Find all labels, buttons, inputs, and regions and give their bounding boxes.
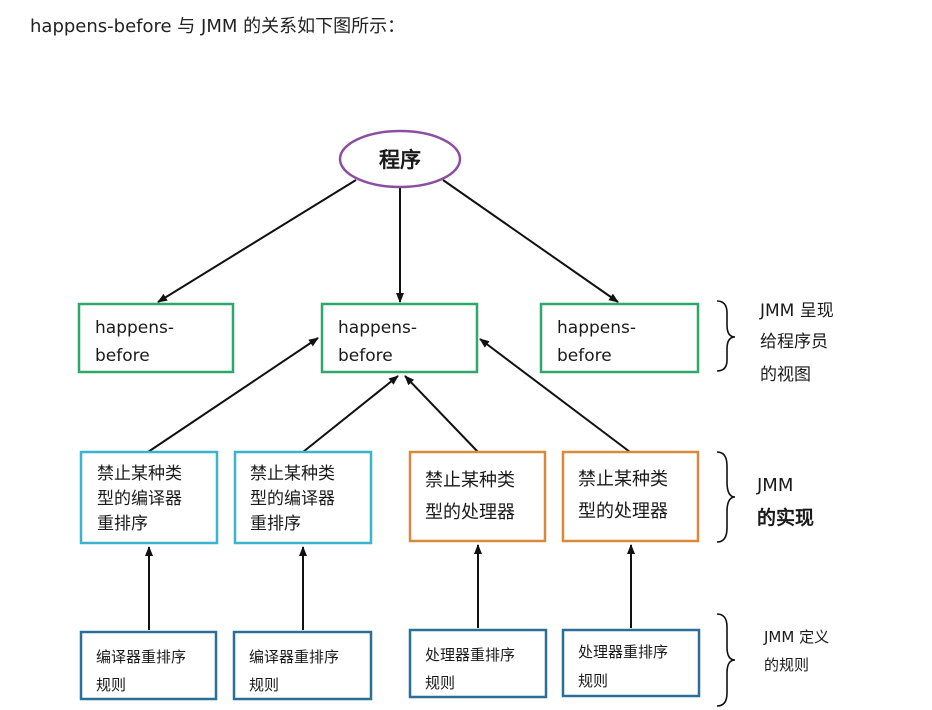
hb-box-1-line-2: before — [95, 346, 150, 366]
arrow-impl2-to-hb — [302, 375, 399, 453]
rule-box-4: 处理器重排序 规则 — [561, 628, 701, 698]
rule-box-3-line-2: 规则 — [425, 674, 455, 692]
root-node: 程序 — [338, 129, 462, 189]
root-label: 程序 — [379, 148, 421, 172]
impl-box-2: 禁止某种类 型的编译器 重排序 — [233, 450, 373, 545]
hb-box-3-line-2: before — [557, 346, 612, 366]
side-label-impl-line-2: 的实现 — [757, 506, 814, 529]
impl-box-4: 禁止某种类 型的处理器 — [561, 450, 700, 543]
side-label-view-line-3: 的视图 — [760, 365, 811, 385]
impl-box-3-line-2: 型的处理器 — [425, 502, 515, 523]
side-label-rules-line-1: JMM 定义 — [763, 628, 829, 646]
side-label-rules-line-2: 的规则 — [764, 656, 809, 674]
arrows — [145, 179, 635, 630]
side-label-impl-line-1: JMM — [756, 475, 793, 496]
hb-box-3: happens- before — [539, 302, 700, 374]
arrow-impl1-to-hb — [147, 337, 319, 453]
rule-box-1-line-1: 编译器重排序 — [96, 648, 186, 666]
arrow-impl4-to-hb — [479, 338, 631, 453]
arrow-root-to-hb-right — [442, 179, 619, 303]
braces — [716, 300, 736, 707]
rule-box-4-line-1: 处理器重排序 — [578, 643, 668, 661]
brace-rules — [716, 613, 736, 707]
hb-box-1-line-1: happens- — [95, 318, 174, 338]
rule-box-2-line-2: 规则 — [249, 676, 279, 694]
arrow-root-to-hb-left — [157, 179, 357, 303]
rule-box-1: 编译器重排序 规则 — [79, 630, 218, 701]
brace-view — [716, 300, 736, 372]
hb-box-2: happens- before — [320, 302, 479, 374]
hb-box-2-line-2: before — [338, 346, 393, 366]
side-label-rules: JMM 定义 的规则 — [763, 628, 829, 674]
impl-box-1-line-2: 型的编译器 — [97, 489, 182, 509]
impl-box-2-line-2: 型的编译器 — [250, 489, 335, 509]
impl-box-4-line-2: 型的处理器 — [578, 501, 668, 522]
impl-box-3: 禁止某种类 型的处理器 — [408, 450, 547, 543]
impl-box-1-line-1: 禁止某种类 — [97, 464, 182, 484]
rule-box-3: 处理器重排序 规则 — [408, 628, 548, 699]
side-label-implementation: JMM 的实现 — [756, 475, 814, 529]
hb-box-3-line-1: happens- — [557, 318, 636, 338]
rule-box-3-line-1: 处理器重排序 — [425, 646, 515, 664]
rule-box-2: 编译器重排序 规则 — [232, 630, 373, 701]
intro-text: happens-before 与 JMM 的关系如下图所示： — [30, 16, 406, 37]
rule-box-4-line-2: 规则 — [578, 672, 608, 690]
hb-box-1: happens- before — [77, 302, 235, 374]
impl-box-2-line-3: 重排序 — [250, 514, 301, 534]
impl-box-1-line-3: 重排序 — [97, 514, 148, 534]
side-label-view: JMM 呈现 给程序员 的视图 — [759, 301, 834, 385]
arrow-impl3-to-hb — [404, 375, 479, 453]
rule-box-1-line-2: 规则 — [96, 676, 126, 694]
impl-box-4-line-1: 禁止某种类 — [578, 469, 668, 490]
side-label-view-line-1: JMM 呈现 — [759, 301, 834, 321]
brace-implementation — [716, 451, 736, 543]
hb-box-2-line-1: happens- — [338, 318, 417, 338]
rule-box-2-line-1: 编译器重排序 — [249, 648, 339, 666]
impl-box-2-line-1: 禁止某种类 — [250, 464, 335, 484]
impl-box-1: 禁止某种类 型的编译器 重排序 — [79, 450, 219, 545]
side-label-view-line-2: 给程序员 — [760, 332, 828, 352]
impl-box-3-line-1: 禁止某种类 — [425, 470, 515, 491]
